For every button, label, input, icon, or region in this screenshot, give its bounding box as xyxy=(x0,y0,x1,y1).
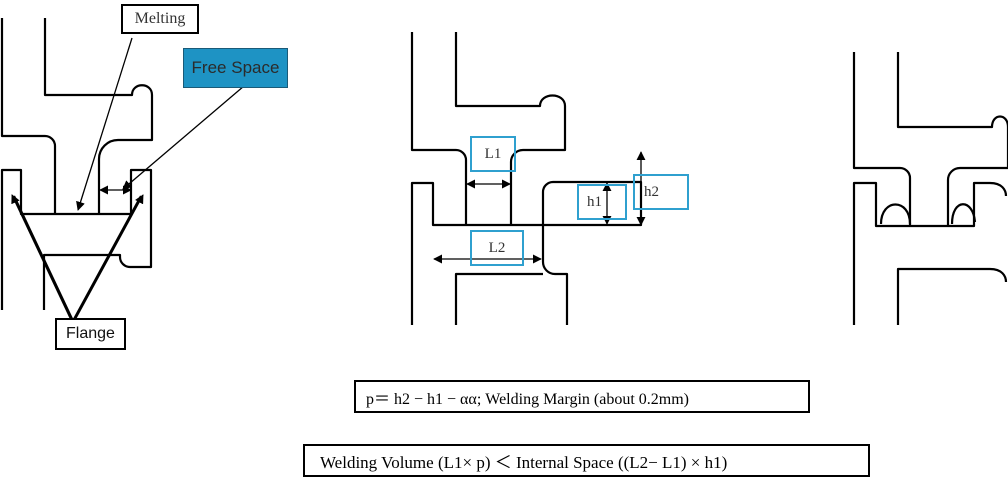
right-upper-inner-part xyxy=(896,52,1008,226)
welding-volume-formula: Welding Volume (L1× p) ＜ Internal Space … xyxy=(303,444,870,477)
left-upper-outer-wall xyxy=(0,18,57,214)
left-flange-part xyxy=(0,168,153,310)
flange-label: Flange xyxy=(55,318,126,350)
middle-upper-inner-part xyxy=(454,32,567,225)
left-upper-inner-part xyxy=(43,18,154,214)
welding-margin-formula: p＝ h2 − h1 − αα; Welding Margin (about 0… xyxy=(354,380,810,413)
L1-label: L1 xyxy=(470,136,516,172)
flange-arrow-right xyxy=(74,194,144,321)
L2-label: L2 xyxy=(470,230,524,266)
middle-joint-drawing xyxy=(410,32,643,325)
h1-label: h1 xyxy=(577,184,627,220)
weld-bead-right xyxy=(950,203,977,225)
free-space-label: Free Space xyxy=(183,48,288,88)
melting-arrow xyxy=(76,37,133,211)
flange-arrow-left xyxy=(11,194,72,321)
middle-upper-outer-wall xyxy=(410,32,468,225)
right-flange-part xyxy=(852,181,1008,325)
right-joint-drawing xyxy=(852,52,1008,325)
right-upper-outer-wall xyxy=(852,52,912,226)
h2-label: h2 xyxy=(633,174,689,210)
right-flange-lower-part xyxy=(896,267,1008,325)
middle-flange-lower-rim xyxy=(454,272,543,325)
free-space-leader xyxy=(122,85,245,190)
weld-bead-left xyxy=(879,203,912,225)
left-joint-drawing xyxy=(0,18,154,323)
melting-label: Melting xyxy=(121,4,199,34)
